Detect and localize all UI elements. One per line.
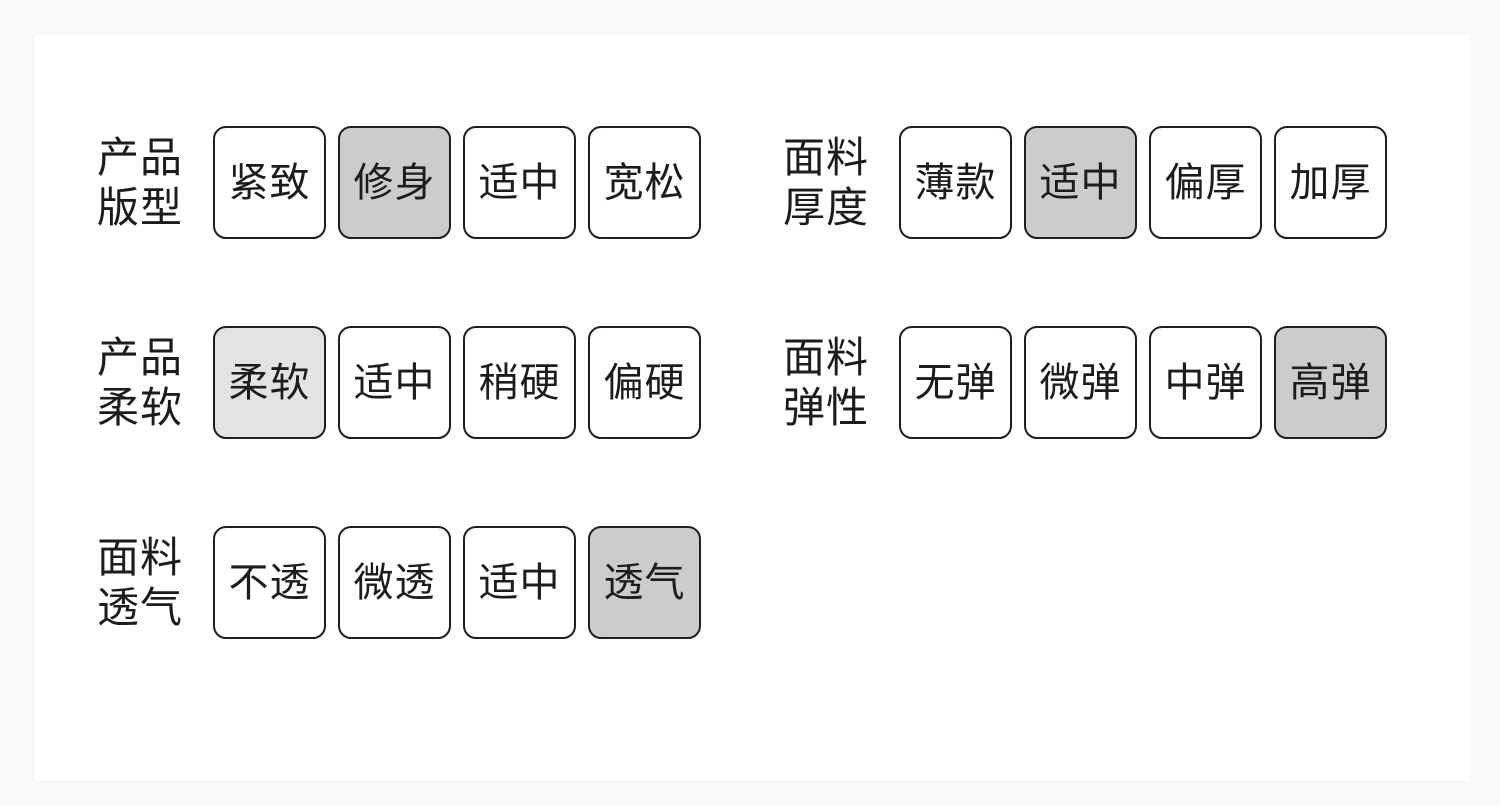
attribute-option-chip[interactable]: 不透 [213, 526, 326, 639]
attribute-option-chip[interactable]: 薄款 [899, 126, 1012, 239]
attribute-label: 产品版型 [97, 133, 197, 233]
attribute-row: 产品柔软柔软适中稍硬偏硬 [97, 325, 701, 440]
attribute-card: 产品版型紧致修身适中宽松产品柔软柔软适中稍硬偏硬面料透气不透微透适中透气 面料厚… [35, 35, 1470, 780]
attribute-columns: 产品版型紧致修身适中宽松产品柔软柔软适中稍硬偏硬面料透气不透微透适中透气 面料厚… [97, 125, 1477, 640]
attribute-option-chip[interactable]: 修身 [338, 126, 451, 239]
attribute-option-group: 无弹微弹中弹高弹 [899, 326, 1387, 439]
attribute-option-chip[interactable]: 偏硬 [588, 326, 701, 439]
attribute-option-chip[interactable]: 偏厚 [1149, 126, 1262, 239]
attribute-option-chip[interactable]: 稍硬 [463, 326, 576, 439]
attribute-label: 产品柔软 [97, 333, 197, 433]
attribute-label-line-1: 面料 [783, 132, 870, 182]
attribute-option-group: 柔软适中稍硬偏硬 [213, 326, 701, 439]
attribute-column-right: 面料厚度薄款适中偏厚加厚面料弹性无弹微弹中弹高弹 [783, 125, 1387, 640]
attribute-option-chip[interactable]: 适中 [463, 126, 576, 239]
attribute-option-chip[interactable]: 透气 [588, 526, 701, 639]
attribute-label-line-2: 弹性 [783, 382, 870, 432]
attribute-row: 面料透气不透微透适中透气 [97, 525, 701, 640]
attribute-option-chip[interactable]: 柔软 [213, 326, 326, 439]
attribute-option-chip[interactable]: 宽松 [588, 126, 701, 239]
attribute-option-group: 紧致修身适中宽松 [213, 126, 701, 239]
attribute-label-line-2: 版型 [97, 182, 184, 232]
attribute-option-chip[interactable]: 紧致 [213, 126, 326, 239]
attribute-label: 面料厚度 [783, 133, 883, 233]
attribute-row: 产品版型紧致修身适中宽松 [97, 125, 701, 240]
attribute-label: 面料弹性 [783, 333, 883, 433]
attribute-label-line-2: 柔软 [97, 382, 184, 432]
attribute-option-chip[interactable]: 中弹 [1149, 326, 1262, 439]
attribute-option-group: 不透微透适中透气 [213, 526, 701, 639]
attribute-row: 面料厚度薄款适中偏厚加厚 [783, 125, 1387, 240]
attribute-label-line-1: 产品 [97, 332, 184, 382]
attribute-option-chip[interactable]: 适中 [338, 326, 451, 439]
attribute-label-line-2: 厚度 [783, 182, 870, 232]
attribute-label-line-1: 产品 [97, 132, 184, 182]
attribute-option-chip[interactable]: 微弹 [1024, 326, 1137, 439]
attribute-option-chip[interactable]: 加厚 [1274, 126, 1387, 239]
attribute-option-chip[interactable]: 适中 [1024, 126, 1137, 239]
attribute-option-chip[interactable]: 高弹 [1274, 326, 1387, 439]
attribute-option-chip[interactable]: 微透 [338, 526, 451, 639]
attribute-option-chip[interactable]: 无弹 [899, 326, 1012, 439]
attribute-row: 面料弹性无弹微弹中弹高弹 [783, 325, 1387, 440]
attribute-option-group: 薄款适中偏厚加厚 [899, 126, 1387, 239]
attribute-label-line-1: 面料 [97, 532, 184, 582]
attribute-option-chip[interactable]: 适中 [463, 526, 576, 639]
attribute-column-left: 产品版型紧致修身适中宽松产品柔软柔软适中稍硬偏硬面料透气不透微透适中透气 [97, 125, 701, 640]
attribute-label-line-2: 透气 [97, 582, 184, 632]
attribute-label-line-1: 面料 [783, 332, 870, 382]
attribute-label: 面料透气 [97, 533, 197, 633]
